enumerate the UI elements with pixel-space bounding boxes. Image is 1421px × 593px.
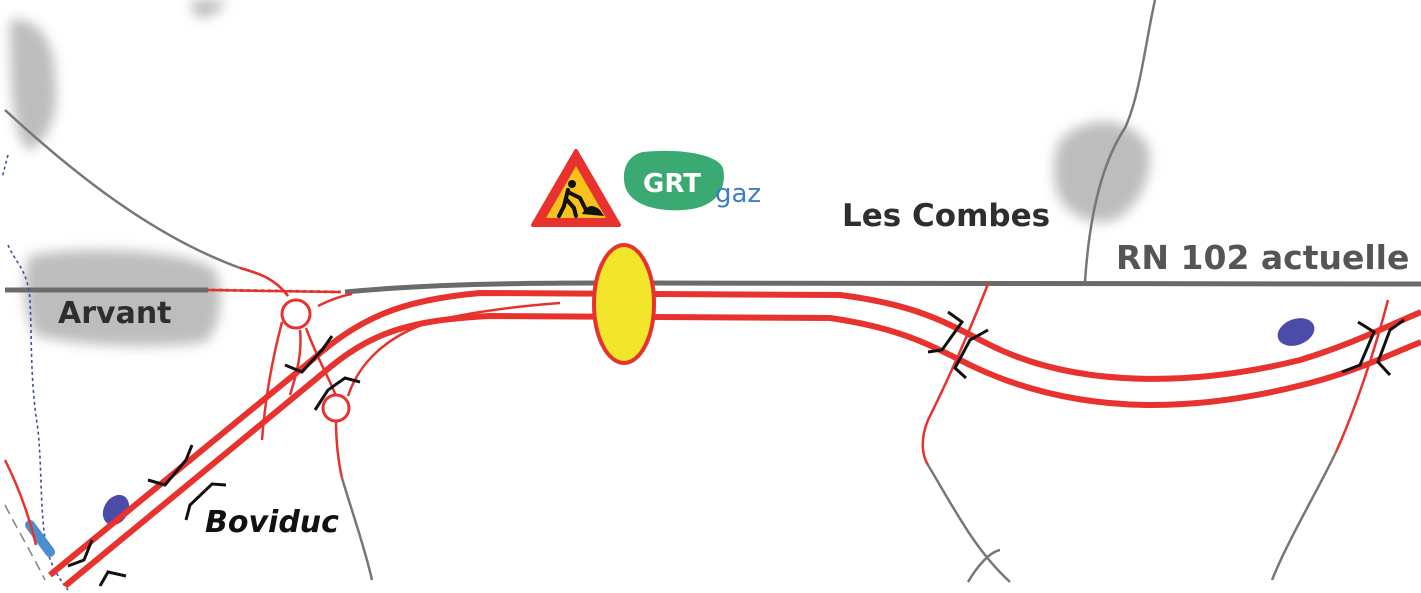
local-road-south-center xyxy=(340,477,374,581)
ramp-down-left xyxy=(260,321,284,441)
ramp-link-east xyxy=(207,288,341,294)
urban-area-les-combes xyxy=(1053,121,1150,222)
urban-area-arvant xyxy=(24,250,221,346)
local-road-south-east xyxy=(926,464,1011,583)
roadworks-warning-icon xyxy=(531,149,621,227)
local-roads xyxy=(4,0,1338,583)
local-road-les-combes xyxy=(1083,0,1157,283)
bridge-marks xyxy=(67,310,1405,587)
roundabouts xyxy=(280,298,351,423)
rn102-main xyxy=(344,280,1421,295)
pond-east xyxy=(1277,318,1315,346)
urban-area-northwest xyxy=(10,19,57,150)
ramp-down-mid xyxy=(288,329,302,396)
place-label-les-combes: Les Combes xyxy=(842,198,1051,234)
urban-area-top xyxy=(190,0,225,18)
bridge-southwest-north xyxy=(67,539,94,568)
grtgaz-logo-grt: GRT xyxy=(643,169,701,199)
local-road-south-east-2 xyxy=(966,548,1001,583)
ramp-north-bend xyxy=(317,292,353,308)
worksite-ellipse-marker[interactable] xyxy=(592,243,656,365)
road-far-east-crossing xyxy=(1334,299,1390,453)
grey-dashed-line xyxy=(4,504,46,581)
bridge-east-south xyxy=(953,328,989,380)
new-road-upper-carriageway xyxy=(48,289,1421,578)
road-east-crossing xyxy=(921,283,990,466)
new-road-alignment xyxy=(48,289,1421,589)
bridge-southwest-south xyxy=(98,570,127,587)
place-label-arvant: Arvant xyxy=(58,296,172,331)
bridge-far-east-south xyxy=(1376,318,1405,377)
interchange-ramps xyxy=(3,266,1390,546)
bridge-interchange-south xyxy=(313,376,361,411)
ramp-west-curve xyxy=(239,266,289,297)
new-road-lower-carriageway xyxy=(63,312,1421,589)
local-road-south-far-east xyxy=(1270,451,1338,581)
bridge-boviduc-south xyxy=(184,482,227,521)
structure-label-boviduc: Boviduc xyxy=(205,505,339,540)
road-label-rn102: RN 102 actuelle xyxy=(1116,238,1410,277)
roundabout-north xyxy=(280,298,312,330)
bridge-boviduc-north xyxy=(147,444,194,487)
bridge-east-north xyxy=(927,310,965,354)
rn102-existing xyxy=(5,280,1421,295)
grtgaz-logo-gaz: gaz xyxy=(715,179,761,209)
ramp-south xyxy=(334,419,344,479)
water-bodies xyxy=(102,318,1315,526)
grtgaz-logo: GRT gaz xyxy=(623,150,761,211)
stream-southwest xyxy=(25,520,55,557)
road-southwest-crossing xyxy=(3,459,38,546)
bridge-interchange-north xyxy=(284,335,334,374)
ramp-mid-link xyxy=(304,327,338,397)
urban-areas xyxy=(10,0,1150,346)
bridge-far-east-north xyxy=(1341,320,1376,374)
roundabout-south xyxy=(321,393,351,423)
